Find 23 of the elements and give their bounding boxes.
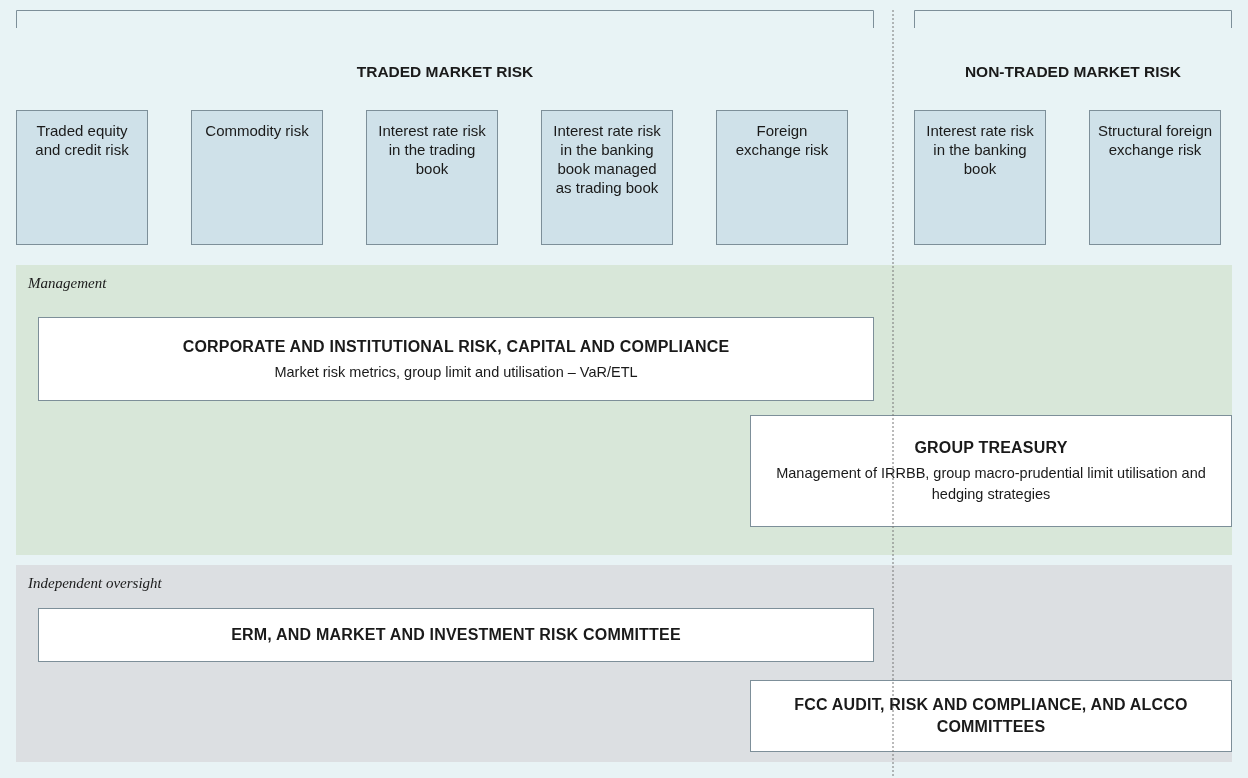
risk-category-box: Interest rate risk in the banking book — [914, 110, 1046, 245]
risk-category-box: Commodity risk — [191, 110, 323, 245]
section-band — [16, 565, 1232, 762]
section-heading: Management — [28, 275, 107, 292]
section-band — [16, 265, 1232, 555]
function-box — [38, 317, 874, 401]
function-description: Management of IRRBB, group macro-prudential limit utilisation and hedging strategies — [775, 464, 1207, 504]
function-title: FCC AUDIT, RISK AND COMPLIANCE, AND ALCCO COMMITTEES — [793, 695, 1189, 737]
function-title: GROUP TREASURY — [913, 438, 1069, 458]
function-box — [750, 680, 1232, 752]
group-heading: NON-TRADED MARKET RISK — [963, 63, 1183, 81]
risk-category-box: Interest rate risk in the trading book — [366, 110, 498, 245]
function-box — [38, 608, 874, 662]
function-title: ERM, AND MARKET AND INVESTMENT RISK COMMITTEE — [230, 625, 682, 645]
risk-category-box: Traded equity and credit risk — [16, 110, 148, 245]
function-description: Market risk metrics, group limit and utilisation – VaR/ETL — [273, 362, 639, 382]
section-heading: Independent oversight — [28, 575, 162, 592]
function-box — [750, 415, 1232, 527]
group-heading: TRADED MARKET RISK — [355, 63, 535, 81]
risk-category-box: Structural foreign exchange risk — [1089, 110, 1221, 245]
risk-category-box: Foreign exchange risk — [716, 110, 848, 245]
function-title: CORPORATE AND INSTITUTIONAL RISK, CAPITAL AND COMPLIANCE — [181, 336, 731, 357]
risk-category-box: Interest rate risk in the banking book managed as trading book — [541, 110, 673, 245]
